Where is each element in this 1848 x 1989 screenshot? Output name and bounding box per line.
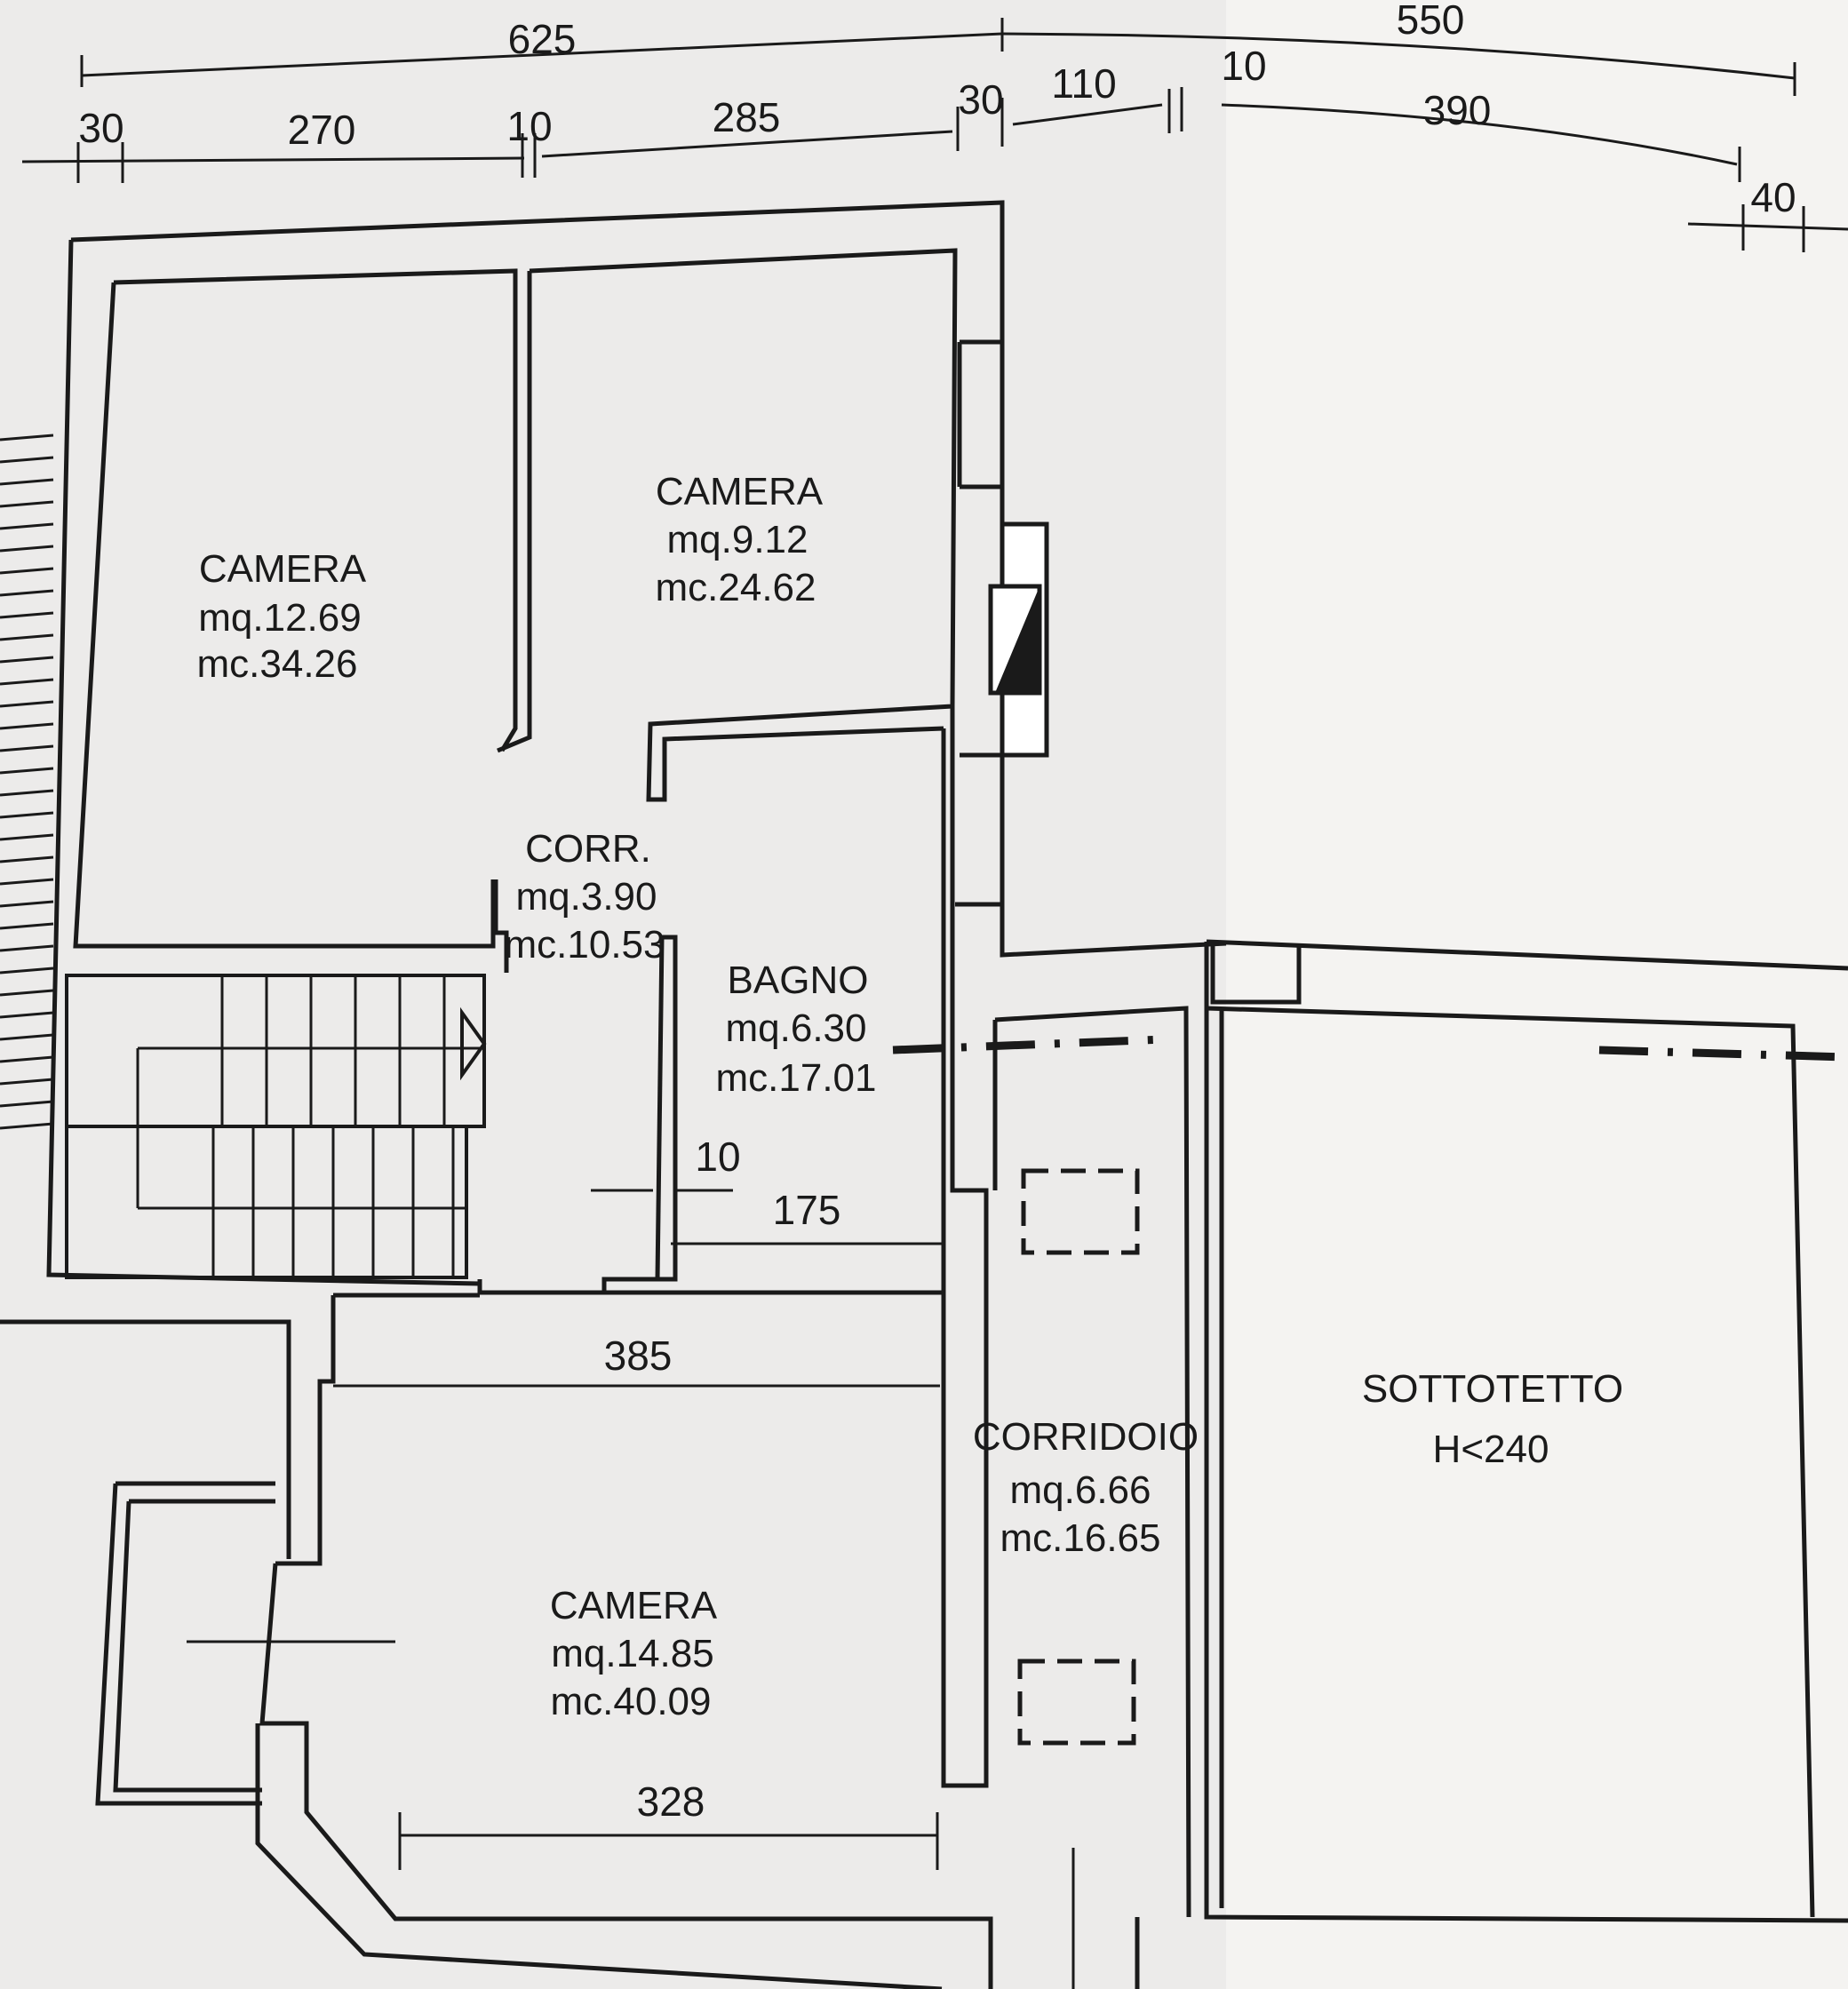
dim-175: 175 bbox=[773, 1187, 841, 1233]
room-corr-volume: mc.10.53 bbox=[505, 923, 665, 967]
dim-385: 385 bbox=[604, 1333, 673, 1379]
room-sottotetto-height: H<240 bbox=[1433, 1428, 1549, 1471]
room-labels: CAMERA mq.12.69 mc.34.26 CAMERA mq.9.12 … bbox=[197, 470, 1624, 1723]
eave-line-left bbox=[892, 1035, 1165, 1054]
room-corr-name: CORR. bbox=[525, 827, 651, 871]
room-bagno-area: mq.6.30 bbox=[726, 1006, 867, 1050]
room-corridoio-volume: mc.16.65 bbox=[1000, 1516, 1161, 1560]
chimney-fill bbox=[995, 591, 1038, 693]
stair-arrow bbox=[460, 1006, 487, 1081]
room-bagno-name: BAGNO bbox=[728, 959, 869, 1002]
room-corridoio-name: CORRIDOIO bbox=[973, 1415, 1199, 1459]
room-camera-s-name: CAMERA bbox=[550, 1584, 718, 1627]
room-corr-area: mq.3.90 bbox=[516, 875, 657, 919]
dimension-lines: 625 550 30 270 10 285 30 110 10 390 40 1… bbox=[21, 0, 1848, 1870]
room-bagno-volume: mc.17.01 bbox=[716, 1056, 877, 1100]
dim-270: 270 bbox=[288, 107, 356, 153]
dim-40: 40 bbox=[1750, 174, 1796, 220]
dim-30-a: 30 bbox=[78, 105, 123, 151]
dim-390: 390 bbox=[1423, 87, 1492, 133]
paper-left bbox=[0, 0, 1226, 1989]
room-camera-n-area: mq.9.12 bbox=[667, 518, 808, 561]
dim-10-b: 10 bbox=[1221, 43, 1266, 89]
skylight-lower bbox=[1017, 1659, 1136, 1746]
adjacent-building-hatch bbox=[0, 434, 54, 1130]
dim-30-b: 30 bbox=[958, 76, 1003, 123]
skylight-upper bbox=[1021, 1168, 1140, 1255]
room-camera-s-area: mq.14.85 bbox=[551, 1632, 713, 1675]
room-camera-nw-name: CAMERA bbox=[199, 547, 367, 591]
walls bbox=[0, 200, 1848, 1989]
room-camera-s-volume: mc.40.09 bbox=[551, 1680, 712, 1723]
dim-10-c: 10 bbox=[695, 1134, 740, 1180]
dim-625: 625 bbox=[508, 16, 577, 62]
dim-110: 110 bbox=[1051, 60, 1116, 107]
eave-line-right bbox=[1598, 1046, 1848, 1062]
dim-328: 328 bbox=[637, 1778, 705, 1825]
room-camera-n-volume: mc.24.62 bbox=[656, 566, 816, 609]
room-camera-nw-volume: mc.34.26 bbox=[197, 642, 358, 686]
room-sottotetto-name: SOTTOTETTO bbox=[1362, 1367, 1623, 1411]
stair-treads bbox=[136, 975, 484, 1277]
dim-10-a: 10 bbox=[506, 103, 552, 149]
room-camera-n-name: CAMERA bbox=[656, 470, 824, 513]
room-camera-nw-area: mq.12.69 bbox=[198, 596, 361, 640]
paper-right bbox=[1226, 0, 1848, 1989]
room-corridoio-area: mq.6.66 bbox=[1010, 1468, 1151, 1512]
dim-285: 285 bbox=[713, 94, 781, 140]
dim-550: 550 bbox=[1397, 0, 1465, 43]
